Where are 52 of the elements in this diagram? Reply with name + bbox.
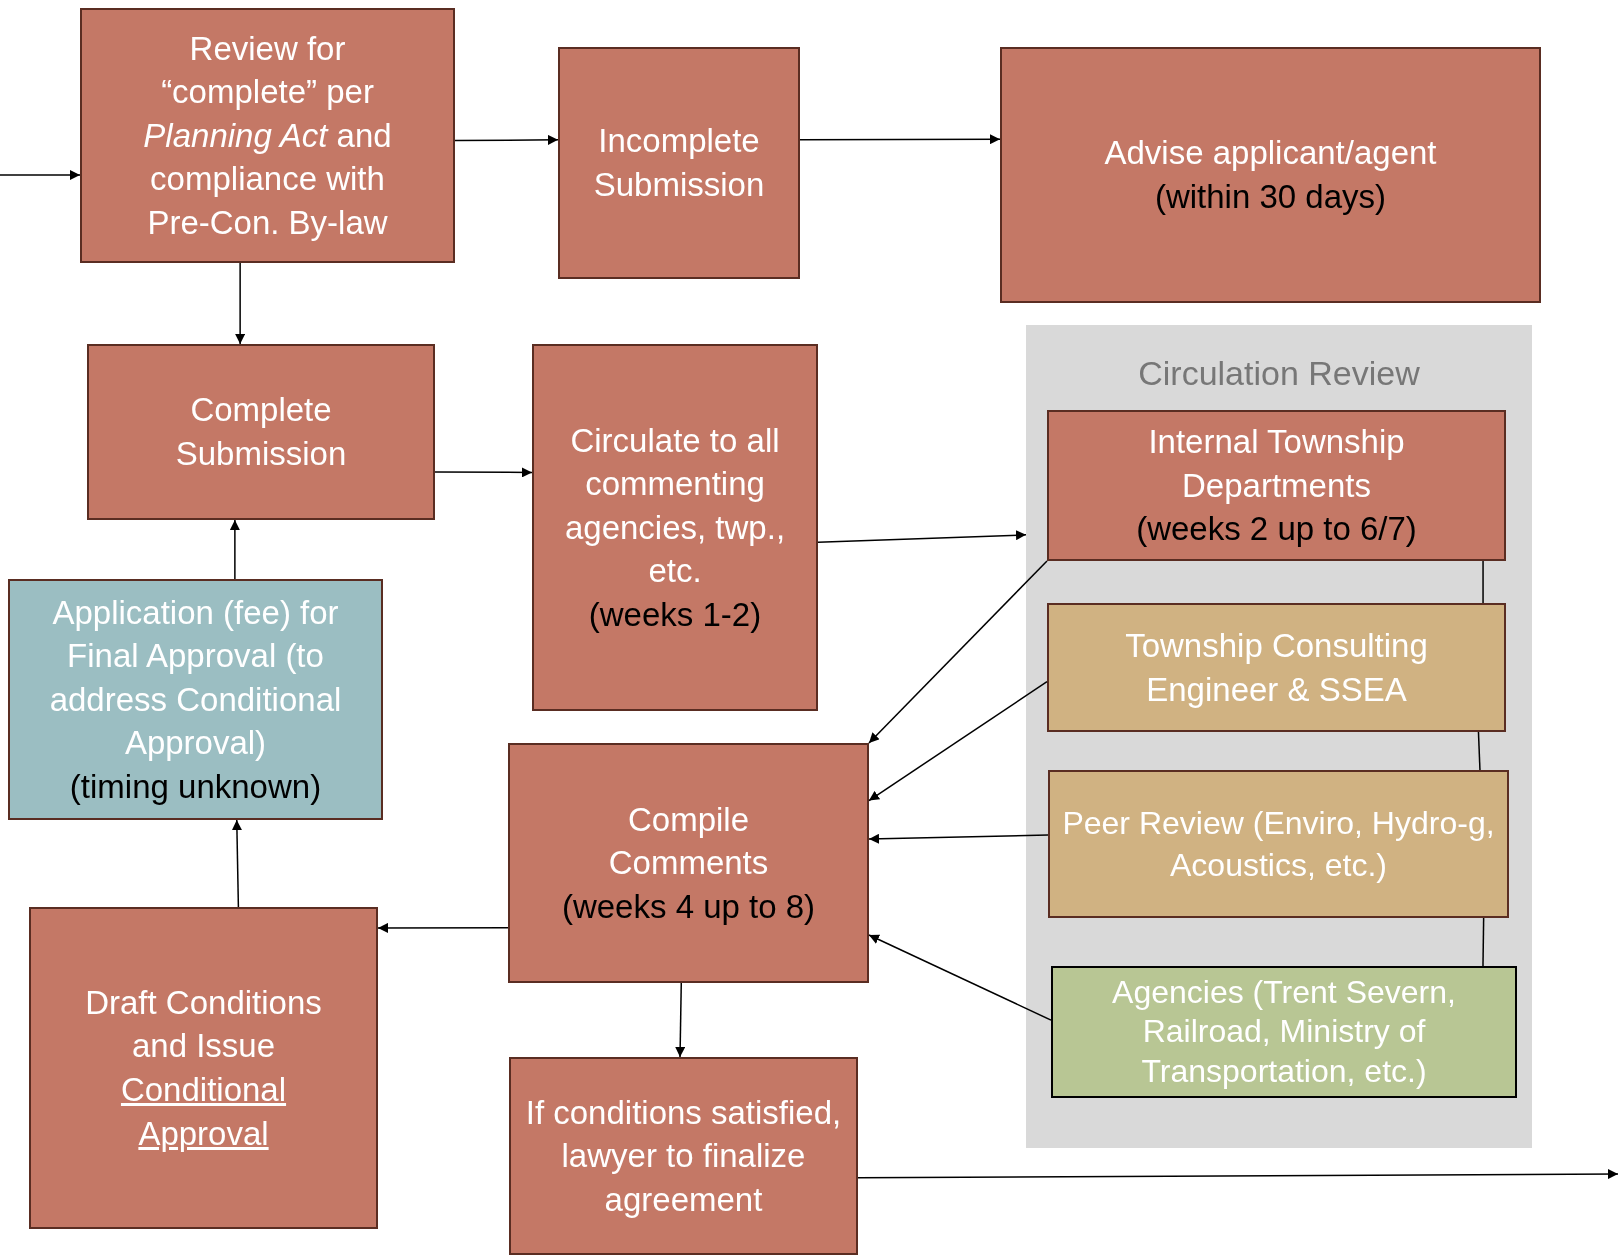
arrow bbox=[817, 530, 1027, 543]
arrow bbox=[377, 922, 509, 933]
arrow bbox=[868, 934, 1052, 1021]
process-box bbox=[558, 47, 800, 279]
arrow bbox=[229, 519, 240, 580]
group-title: Circulation Review bbox=[1138, 353, 1420, 394]
process-box bbox=[1047, 603, 1506, 732]
process-box bbox=[8, 579, 383, 820]
process-box bbox=[1048, 770, 1509, 918]
process-box bbox=[532, 344, 818, 711]
arrow bbox=[454, 134, 559, 145]
node-text: Complete Submission bbox=[174, 390, 348, 474]
process-box bbox=[29, 907, 378, 1229]
process-box bbox=[1047, 410, 1506, 561]
node-text: (within 30 days) bbox=[1154, 177, 1387, 217]
node-text: Internal Township Departments bbox=[1147, 422, 1406, 506]
node-text: Review for “complete” per Planning Act and compliance with Pre-Con. By-law bbox=[142, 28, 393, 243]
arrow bbox=[799, 134, 1001, 145]
node-text: If conditions satisfied, lawyer to finalize agreement bbox=[524, 1092, 843, 1220]
node-text: Compile Comments bbox=[607, 799, 770, 884]
group-panel bbox=[1026, 325, 1532, 1148]
arrow bbox=[868, 560, 1048, 744]
arrow bbox=[857, 1169, 1618, 1180]
node-text: Application (fee) for Final Approval (to address Conditional Approval) bbox=[48, 592, 343, 764]
node-text: (weeks 2 up to 6/7) bbox=[1136, 509, 1417, 550]
arrow bbox=[231, 819, 242, 908]
node-text: Township Consulting Engineer & SSEA bbox=[1124, 625, 1429, 710]
connector-line bbox=[1482, 917, 1485, 967]
arrow bbox=[235, 262, 246, 345]
process-box bbox=[1051, 966, 1517, 1098]
node-text: Advise applicant/agent bbox=[1104, 133, 1437, 174]
arrow bbox=[868, 680, 1048, 802]
node-text: Circulate to all commenting agencies, twp., etc. bbox=[563, 420, 787, 592]
node-text: (weeks 1-2) bbox=[588, 594, 762, 635]
node-text: Conditional Approval bbox=[119, 1070, 288, 1154]
process-box bbox=[509, 1057, 858, 1255]
node-text: Agencies (Trent Severn, Railroad, Ministry of Transportation, etc.) bbox=[1111, 973, 1457, 1091]
node-text: Incomplete Submission bbox=[592, 121, 766, 205]
process-box bbox=[87, 344, 435, 520]
arrow bbox=[434, 467, 533, 478]
node-text: Draft Conditions and Issue bbox=[84, 982, 323, 1067]
arrow bbox=[868, 833, 1049, 844]
arrow bbox=[675, 982, 686, 1058]
node-text: Peer Review (Enviro, Hydro-g, Acoustics, etc.) bbox=[1061, 803, 1496, 885]
connector-line bbox=[1482, 560, 1484, 604]
node-text: (weeks 4 up to 8) bbox=[561, 886, 816, 927]
node-text: (timing unknown) bbox=[69, 766, 322, 807]
process-box bbox=[1000, 47, 1541, 303]
arrow bbox=[0, 170, 81, 180]
process-box bbox=[80, 8, 455, 263]
connector-line bbox=[1477, 731, 1481, 771]
process-box bbox=[508, 743, 869, 983]
